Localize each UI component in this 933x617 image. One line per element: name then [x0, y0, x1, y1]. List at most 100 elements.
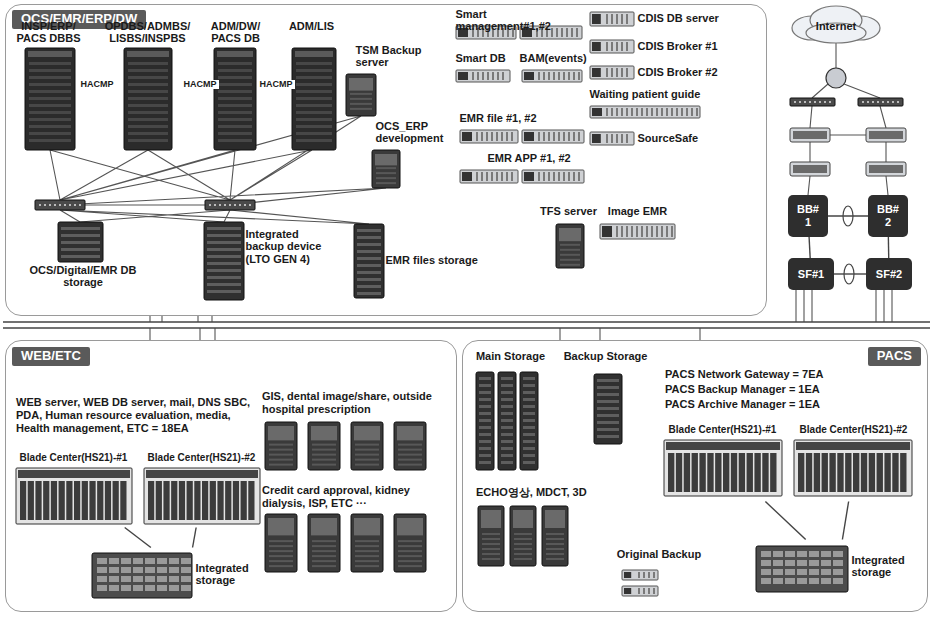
rect-shape: [375, 154, 397, 165]
rect-shape: [355, 550, 379, 552]
rect-shape: [501, 398, 513, 401]
node-label: Integrated storage: [852, 554, 920, 579]
rect-shape: [523, 412, 535, 415]
rect-shape: [578, 72, 580, 80]
rect-shape: [214, 204, 216, 206]
node-label: EMR files storage: [386, 254, 490, 267]
connector: [809, 237, 810, 258]
rect-shape: [97, 585, 107, 591]
rect-shape: [656, 108, 658, 116]
rect-shape: [638, 572, 640, 578]
rect-shape: [553, 132, 555, 141]
rect-shape: [523, 405, 535, 408]
rect-shape: [218, 139, 252, 142]
annotation-label: Credit card approval, kidney dialysis, I…: [262, 484, 437, 510]
rect-shape: [666, 108, 668, 116]
rect-shape: [121, 558, 131, 564]
rect-shape: [479, 461, 491, 464]
rect-shape: [648, 572, 650, 578]
annotation-label: GIS, dental image/share, outside hospita…: [262, 390, 452, 416]
rect-shape: [156, 481, 162, 520]
rect-shape: [398, 555, 422, 557]
rect-shape: [833, 569, 843, 575]
server-node: OCS_ERP development: [368, 120, 459, 190]
rect-shape: [548, 172, 550, 181]
node-label: Internet: [816, 20, 856, 33]
connector: [888, 237, 890, 258]
rect-shape: [523, 398, 535, 401]
rect-shape: [806, 453, 812, 492]
rect-shape: [626, 68, 628, 77]
rect-shape: [877, 453, 883, 492]
rect-shape: [761, 560, 771, 566]
rect-shape: [514, 553, 532, 555]
rect-shape: [809, 101, 811, 103]
rect-shape: [354, 224, 384, 298]
annotation-label: PACS Network Gateway = 7EA: [665, 368, 865, 381]
rect-shape: [124, 48, 172, 150]
rect-shape: [376, 167, 396, 169]
annotation-label: WEB server, WEB DB server, mail, DNS SBC…: [16, 396, 261, 435]
rect-shape: [548, 72, 550, 80]
stor-icon: [354, 224, 384, 298]
rect-shape: [187, 481, 193, 520]
rect-shape: [606, 68, 608, 77]
rect-shape: [611, 108, 613, 116]
node-label: TFS server: [538, 205, 600, 218]
rect-shape: [265, 422, 297, 470]
rect-shape: [829, 453, 835, 492]
rect-shape: [568, 72, 570, 80]
rect-shape: [296, 69, 332, 72]
rect-shape: [268, 518, 294, 535]
rect-shape: [61, 255, 100, 258]
rect-shape: [869, 453, 875, 492]
rect-shape: [233, 481, 239, 520]
unit-icon: [622, 586, 658, 596]
rect-shape: [833, 551, 843, 557]
rect-shape: [626, 42, 628, 51]
server-node: BAM(events): [518, 52, 589, 88]
rect-shape: [346, 74, 376, 116]
network-wire: [810, 6, 862, 34]
server-node: SourceSafe: [588, 128, 760, 150]
connector-label: HACMP: [258, 80, 295, 90]
rect-shape: [653, 572, 655, 578]
rect-shape: [624, 588, 631, 594]
node-label: BAM(events): [520, 52, 586, 65]
rect-shape: [29, 62, 71, 65]
sw-icon: [858, 98, 903, 106]
rect-shape: [43, 481, 49, 520]
rect-shape: [269, 449, 293, 451]
rect-shape: [54, 204, 56, 206]
rect-shape: [501, 412, 513, 415]
rect-shape: [29, 83, 71, 86]
rect-shape: [523, 384, 535, 387]
rect-shape: [867, 101, 869, 103]
tower-icon: [346, 74, 376, 116]
rect-shape: [59, 204, 61, 206]
node-label: TSM Backup server: [356, 44, 422, 69]
rect-shape: [622, 570, 658, 580]
rect-shape: [29, 69, 71, 72]
rect-shape: [616, 108, 618, 116]
rect-shape: [355, 540, 379, 542]
rect-shape: [497, 72, 499, 80]
rect-shape: [128, 111, 168, 114]
node-label: ADM/LIS: [284, 20, 340, 33]
rect-shape: [523, 447, 535, 450]
rect-shape: [739, 453, 745, 492]
annotation-label: ECHO영상, MDCT, 3D: [476, 486, 636, 499]
rect-shape: [128, 139, 168, 142]
rect-shape: [731, 453, 737, 492]
rect-shape: [590, 106, 700, 118]
node-label: Blade Center(HS21)-#1: [660, 424, 786, 436]
rect-shape: [861, 453, 867, 492]
rect-shape: [681, 108, 683, 116]
rect-shape: [234, 204, 236, 206]
tower-icon: [556, 224, 584, 268]
rect-shape: [312, 444, 336, 446]
rect-shape: [686, 108, 688, 116]
rect-shape: [761, 578, 771, 584]
rect-shape: [97, 567, 107, 573]
rect-shape: [482, 548, 500, 550]
